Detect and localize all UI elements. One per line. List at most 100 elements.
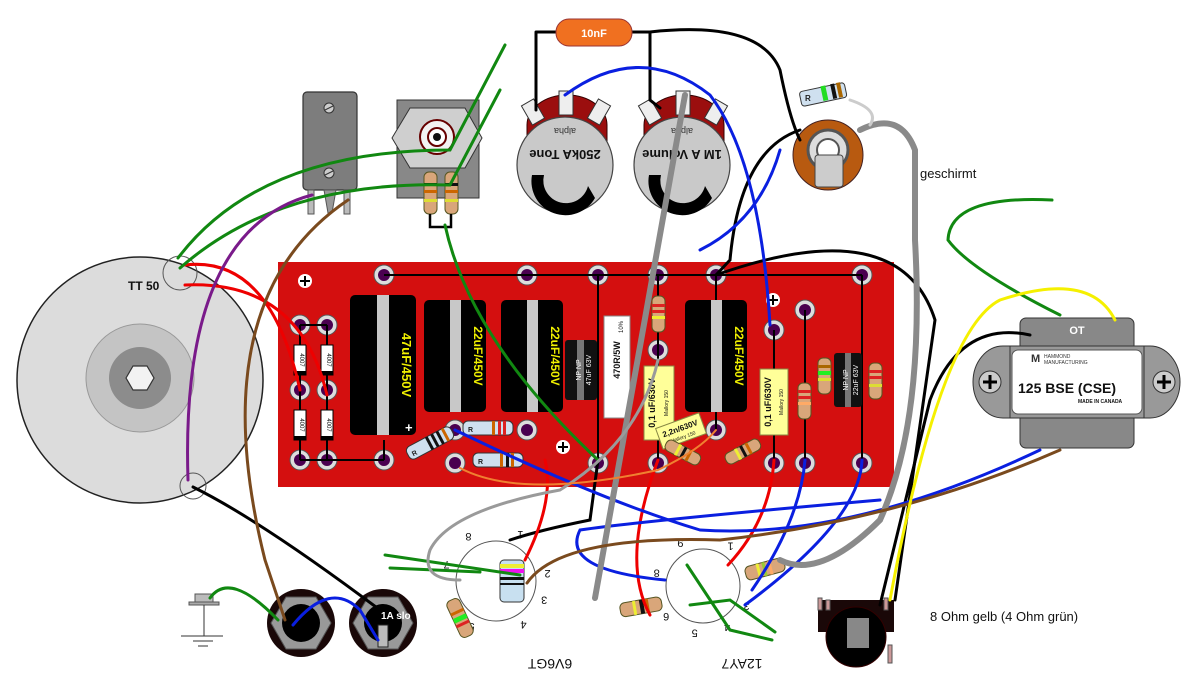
svg-text:NP NP: NP NP <box>576 359 583 381</box>
tone-pot-brand: alpha <box>554 126 576 136</box>
wire-shielded <box>592 92 688 601</box>
resistor <box>619 596 663 618</box>
svg-text:47uF 63V: 47uF 63V <box>586 354 593 385</box>
svg-text:22uF/450V: 22uF/450V <box>548 326 562 385</box>
wire-green <box>178 88 502 270</box>
wire-black <box>508 458 600 542</box>
electrolytic-cap: 47uF/450V + <box>350 295 416 435</box>
svg-text:NP NP: NP NP <box>843 369 850 391</box>
tube-pin-label: 4 <box>520 618 526 630</box>
ground-icon <box>181 593 223 647</box>
svg-text:Mallory 150: Mallory 150 <box>779 389 785 415</box>
wire-black <box>648 30 662 110</box>
wire-green <box>443 223 600 462</box>
tube-pin-label: 3 <box>541 593 547 605</box>
resistor-mark: R <box>805 94 811 103</box>
eyelet-hole <box>449 457 461 469</box>
wire-black <box>714 128 802 277</box>
power-tube-name: 6V6GT <box>527 656 572 672</box>
power-tube-socket <box>455 540 537 622</box>
wire-black <box>648 28 802 142</box>
wire-gray <box>426 358 660 582</box>
wire-green <box>688 598 777 634</box>
preamp-tube-socket <box>665 548 741 624</box>
resistor: R <box>462 420 514 436</box>
wire-blue <box>743 458 864 607</box>
resistor <box>797 382 812 420</box>
power-resistor: 470R/5W 10% <box>603 315 631 419</box>
svg-text:22uF 63V: 22uF 63V <box>853 364 860 395</box>
tone-pot[interactable]: alpha 250kA Tone <box>516 90 614 216</box>
diode: 4007 <box>293 409 307 441</box>
resistor <box>444 171 459 215</box>
wire-black <box>878 331 1032 607</box>
svg-text:0,1 uF/630V: 0,1 uF/630V <box>763 377 773 427</box>
svg-text:HAMMOND: HAMMOND <box>1044 354 1071 360</box>
svg-text:R: R <box>478 459 483 466</box>
wire-gray <box>848 98 874 127</box>
wire-green <box>946 198 1062 317</box>
ot-model: 125 BSE (CSE) <box>1018 380 1116 396</box>
wire-blue <box>291 596 380 642</box>
diode: 4007 <box>320 409 334 441</box>
wire-red <box>183 283 329 397</box>
svg-text:MADE IN CANADA: MADE IN CANADA <box>1078 399 1123 405</box>
resistor: R <box>405 426 455 460</box>
coupling-cap-10nf: 10nF <box>536 18 650 47</box>
wire-blue <box>750 458 807 592</box>
small-cap: 2,2n/630V Mallory 150 <box>654 412 708 450</box>
fuse-holder[interactable]: 1A slo <box>349 589 417 657</box>
tube-pin-label: 8 <box>465 530 471 542</box>
diode: 4007 <box>320 344 334 376</box>
tube-pin-label: 2 <box>544 567 550 579</box>
input-jack <box>391 99 483 229</box>
tube-pin-label: 5 <box>692 626 698 638</box>
wire-black <box>191 485 382 612</box>
resistor <box>651 295 666 333</box>
presence-pot[interactable]: R <box>792 82 864 191</box>
volume-pot-brand: alpha <box>671 126 693 136</box>
wire-brown <box>243 198 350 622</box>
power-inlet <box>267 589 335 657</box>
speaker-jack[interactable] <box>817 597 894 668</box>
wire-purple <box>186 193 314 482</box>
svg-text:10%: 10% <box>619 320 625 333</box>
np-cap: NP NP 47uF 63V <box>565 340 597 400</box>
tube-pin-label: 1 <box>727 540 733 552</box>
svg-text:Mallory 150: Mallory 150 <box>664 390 670 416</box>
wire-green <box>685 563 774 642</box>
wire-blue <box>563 66 772 327</box>
output-transformer: OT M HAMMOND MANUFACTURING 125 BSE (CSE)… <box>972 317 1181 449</box>
svg-text:+: + <box>405 420 413 435</box>
screw-icon <box>556 440 570 454</box>
tube-pin-label: 9 <box>677 537 683 549</box>
power-transformer-label: TT 50 <box>128 279 160 293</box>
svg-text:22uF/450V: 22uF/450V <box>471 326 485 385</box>
diode: 4007 <box>293 344 307 376</box>
wire-red <box>523 458 549 562</box>
tube-pin-label: 6 <box>663 610 669 622</box>
svg-text:4007: 4007 <box>298 353 304 367</box>
coupling-cap-label: 10nF <box>581 28 607 40</box>
resistor <box>817 357 832 395</box>
wire-green <box>383 553 522 577</box>
power-transformer: TT 50 <box>16 255 264 504</box>
svg-text:22uF/450V: 22uF/450V <box>732 326 746 385</box>
electrolytic-cap: 22uF/450V <box>424 300 486 412</box>
wire-red <box>726 458 776 567</box>
shielded-cable-label: geschirmt <box>920 166 977 181</box>
wires <box>176 28 1117 642</box>
svg-text:4007: 4007 <box>298 418 304 432</box>
eyelet-hole <box>521 424 533 436</box>
np-cap: NP NP 22uF 63V <box>834 353 862 407</box>
wire-yellow <box>888 287 1117 602</box>
wire-shielded <box>777 120 920 568</box>
wire-green <box>388 566 482 574</box>
wire-red <box>635 458 660 617</box>
volume-pot[interactable]: alpha 1M A Volume <box>633 90 731 216</box>
resistor <box>446 598 474 638</box>
svg-text:MANUFACTURING: MANUFACTURING <box>1044 360 1088 366</box>
wire-green <box>176 43 507 260</box>
svg-text:4007: 4007 <box>325 353 331 367</box>
